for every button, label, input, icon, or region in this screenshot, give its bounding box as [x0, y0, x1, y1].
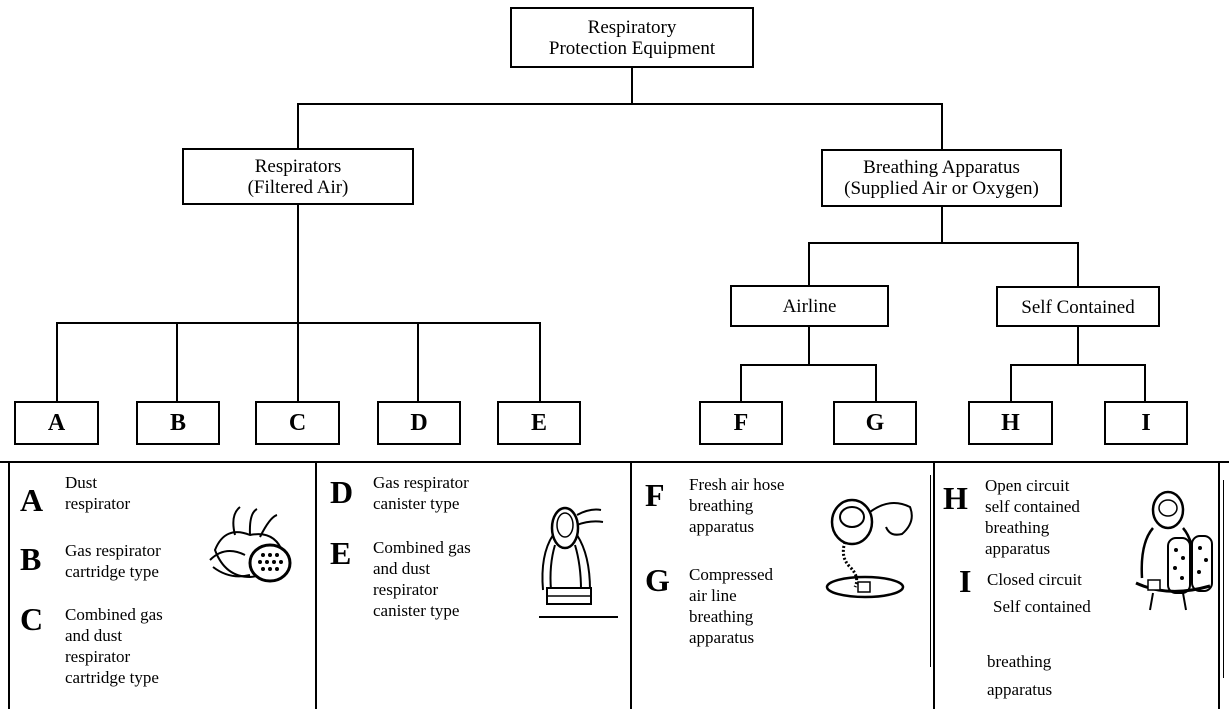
- self-contained-node: Self Contained: [996, 286, 1160, 327]
- legend-letter-h: H: [943, 480, 968, 516]
- legend-divider: [933, 461, 935, 709]
- leaf-c: C: [255, 401, 340, 445]
- connector: [808, 242, 810, 286]
- legend-letter-c: C: [20, 601, 44, 637]
- connector: [1077, 326, 1079, 365]
- legend-divider: [630, 461, 632, 709]
- legend-letter-d: D: [330, 474, 354, 510]
- breathing-label-line1: Breathing Apparatus: [863, 157, 1020, 178]
- root-label-line1: Respiratory: [587, 17, 677, 38]
- leaf-e: E: [497, 401, 581, 445]
- leaf-label: G: [865, 409, 885, 436]
- leaf-f: F: [699, 401, 783, 445]
- legend-letter-e: E: [330, 535, 352, 571]
- airline-apparatus-illustration: [825, 498, 913, 599]
- leaf-a: A: [14, 401, 99, 445]
- leaf-d: D: [377, 401, 461, 445]
- legend-text-i-line2: Self contained: [993, 597, 1091, 616]
- respirators-node: Respirators (Filtered Air): [182, 148, 414, 205]
- root-label-line2: Protection Equipment: [548, 38, 716, 59]
- leaf-g: G: [833, 401, 917, 445]
- connector: [808, 242, 1079, 244]
- leaf-label: D: [410, 409, 428, 436]
- connector: [875, 364, 877, 402]
- root-node: Respiratory Protection Equipment: [510, 7, 754, 68]
- respirators-label-line1: Respirators: [254, 156, 342, 177]
- legend-divider: [315, 461, 317, 709]
- connector: [539, 322, 541, 402]
- dust-respirator-illustration: [209, 506, 292, 583]
- leaf-h: H: [968, 401, 1053, 445]
- leaf-label: H: [1001, 409, 1020, 436]
- canister-respirator-illustration: [541, 506, 604, 605]
- leaf-label: I: [1141, 409, 1151, 436]
- legend-divider: [1218, 461, 1220, 709]
- legend-text-i-line1: Closed circuit: [987, 570, 1082, 589]
- legend-text-i-line4: apparatus: [987, 680, 1053, 699]
- legend-letter-g: G: [645, 562, 670, 598]
- self-contained-label: Self Contained: [1021, 297, 1135, 318]
- panel-edge-line: [1223, 480, 1224, 678]
- leaf-b: B: [136, 401, 220, 445]
- connector: [297, 103, 299, 149]
- baseline-line: [539, 616, 618, 618]
- legend-letter-b: B: [20, 541, 42, 577]
- leaf-label: B: [169, 409, 186, 436]
- legend-frame-top: [0, 461, 1229, 463]
- panel-edge-line: [930, 475, 931, 667]
- connector: [297, 322, 299, 402]
- leaf-i: I: [1104, 401, 1188, 445]
- self-contained-apparatus-illustration: [1135, 490, 1213, 611]
- breathing-label-line2: (Supplied Air or Oxygen): [844, 178, 1039, 199]
- leaf-label: A: [47, 409, 66, 436]
- connector: [297, 204, 299, 323]
- connector: [1010, 364, 1012, 402]
- connector: [1144, 364, 1146, 402]
- leaf-label: C: [288, 409, 307, 436]
- connector: [1077, 242, 1079, 287]
- connector: [417, 322, 419, 402]
- airline-label: Airline: [782, 296, 837, 317]
- connector: [740, 364, 742, 402]
- connector: [740, 364, 877, 366]
- leaf-label: E: [530, 409, 547, 436]
- respirators-label-line2: (Filtered Air): [247, 177, 349, 198]
- connector: [56, 322, 58, 402]
- legend-text-i-line3: breathing: [987, 652, 1052, 671]
- legend-frame-left: [8, 461, 10, 709]
- legend-letter-f: F: [645, 477, 665, 513]
- legend-letter-i: I: [959, 563, 972, 599]
- airline-node: Airline: [730, 285, 889, 327]
- connector: [808, 326, 810, 365]
- breathing-apparatus-node: Breathing Apparatus (Supplied Air or Oxy…: [821, 149, 1062, 207]
- leaf-label: F: [733, 409, 749, 436]
- legend-letter-a: A: [20, 482, 44, 518]
- connector: [941, 103, 943, 150]
- connector: [631, 67, 633, 104]
- connector: [297, 103, 943, 105]
- connector: [1010, 364, 1146, 366]
- connector: [941, 206, 943, 243]
- connector: [176, 322, 178, 402]
